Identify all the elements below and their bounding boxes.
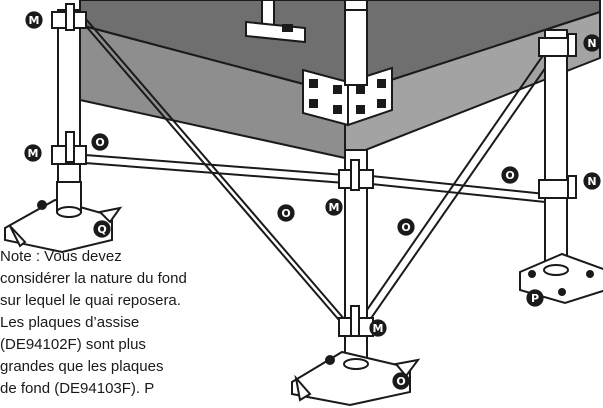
svg-text:Q: Q <box>97 223 106 236</box>
center-post <box>291 149 421 407</box>
right-base-plate <box>519 252 603 305</box>
bolt <box>356 85 365 94</box>
dock-deck <box>79 0 601 159</box>
part-label-o: O <box>397 218 415 236</box>
svg-text:O: O <box>281 207 290 220</box>
svg-text:P: P <box>531 292 539 305</box>
part-label-m: M <box>325 198 343 216</box>
part-label-m: M <box>25 11 43 29</box>
svg-text:M: M <box>29 14 40 27</box>
note-line: de fond (DE94103F). P <box>0 380 155 397</box>
note-line: Les plaques d’assise <box>0 314 140 331</box>
svg-text:O: O <box>505 169 514 182</box>
part-label-o: O <box>91 133 109 151</box>
bolt <box>377 99 386 108</box>
bolt <box>333 105 342 114</box>
svg-text:O: O <box>396 375 405 388</box>
part-label-q: Q <box>93 220 111 238</box>
svg-text:O: O <box>95 136 104 149</box>
left-base-plate <box>4 198 113 254</box>
part-label-n: N <box>583 34 601 52</box>
top-post-cap <box>344 0 368 11</box>
part-label-p: P <box>526 289 544 307</box>
cross-braces <box>84 17 563 328</box>
note-line: considérer la nature du fond <box>0 270 187 287</box>
deck-right-side <box>344 11 601 159</box>
center-upper-post <box>344 0 368 86</box>
bolt <box>309 99 318 108</box>
svg-text:M: M <box>373 322 384 335</box>
svg-text:O: O <box>401 221 410 234</box>
bolt <box>333 85 342 94</box>
right-post <box>519 29 603 305</box>
part-label-n: N <box>583 172 601 190</box>
left-post <box>4 3 123 254</box>
back-post <box>245 0 306 44</box>
bolt <box>309 79 318 88</box>
svg-text:M: M <box>329 201 340 214</box>
note-line: Note : Vous devez <box>0 248 122 265</box>
note-line: sur lequel le quai reposera. <box>0 292 181 309</box>
part-label-m: M <box>24 144 42 162</box>
part-label-o: O <box>392 372 410 390</box>
note-line: (DE94102F) sont plus <box>0 336 146 353</box>
part-label-o: O <box>501 166 519 184</box>
svg-text:M: M <box>28 147 39 160</box>
svg-text:N: N <box>587 37 596 50</box>
part-label-o: O <box>277 204 295 222</box>
note-line: grandes que les plaques <box>0 358 164 375</box>
bolt <box>356 105 365 114</box>
part-label-m: M <box>369 319 387 337</box>
center-base-plate <box>291 350 411 407</box>
svg-text:N: N <box>587 175 596 188</box>
bolt <box>377 79 386 88</box>
